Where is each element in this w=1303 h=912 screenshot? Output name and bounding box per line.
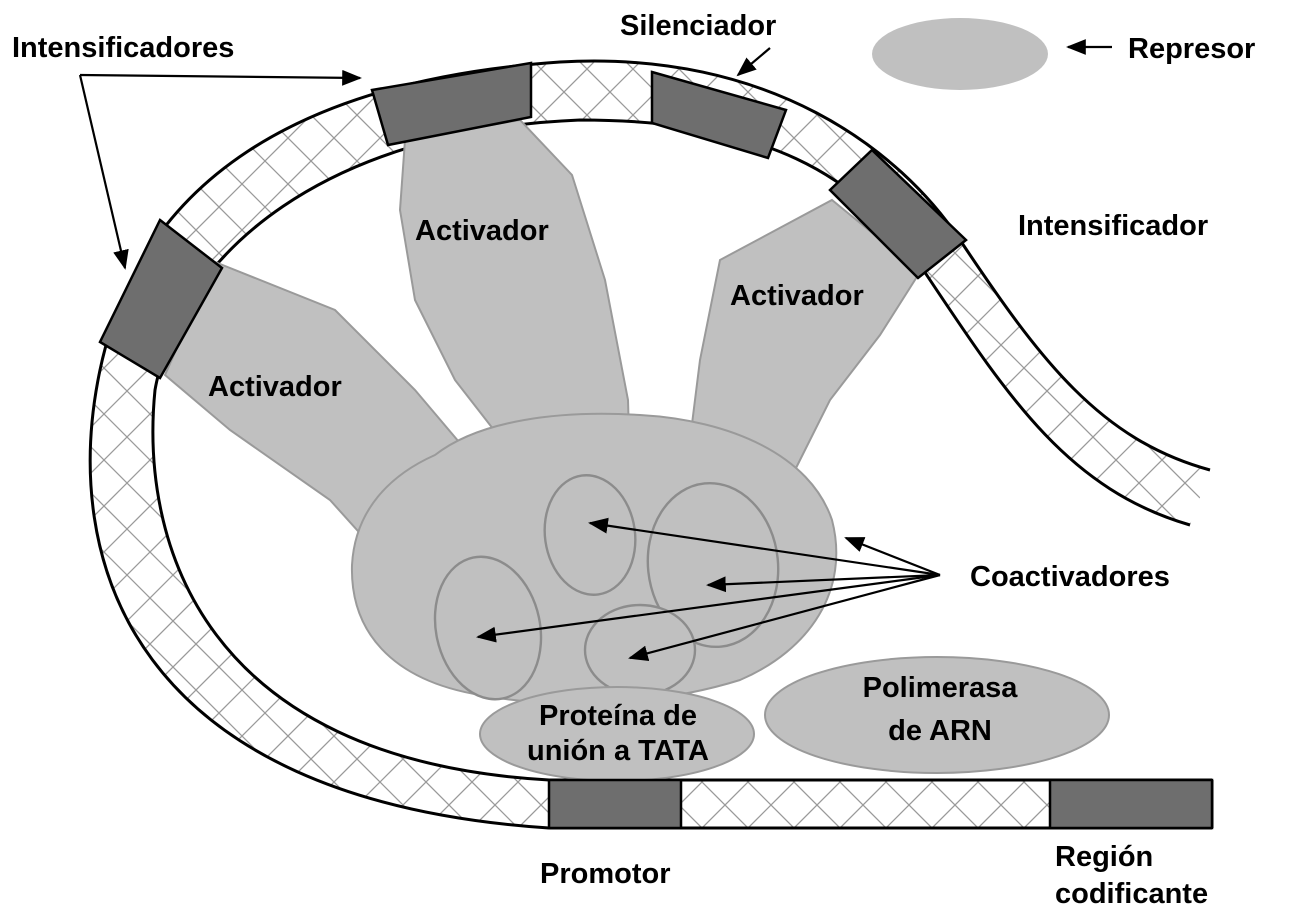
label-polimerasa-2: de ARN [888, 715, 992, 747]
label-region-1: Región [1055, 841, 1153, 873]
label-tata-2: unión a TATA [527, 735, 709, 767]
label-coactivadores: Coactivadores [970, 561, 1170, 593]
label-intensificadores: Intensificadores [12, 32, 234, 64]
enhancer-block-left [98, 218, 224, 380]
label-represor: Represor [1128, 33, 1255, 65]
label-intensificador: Intensificador [1018, 210, 1208, 242]
repressor [872, 18, 1048, 90]
arrows [78, 39, 1112, 662]
enhancer-block-top [370, 61, 533, 147]
label-promotor: Promotor [540, 858, 671, 890]
label-region-2: codificante [1055, 878, 1208, 910]
label-tata-1: Proteína de [539, 700, 697, 732]
promoter-block [547, 778, 683, 830]
label-activador-right: Activador [730, 280, 864, 312]
label-silenciador: Silenciador [620, 10, 776, 42]
labels: Intensificadores Silenciador Represor In… [12, 10, 1255, 910]
label-activador-left: Activador [208, 371, 342, 403]
dna-blocks [98, 61, 1214, 830]
coactivator-oval-2 [646, 481, 780, 649]
label-polimerasa-1: Polimerasa [863, 672, 1019, 704]
rna-polymerase [764, 656, 1110, 774]
coactivator-oval-4 [583, 603, 697, 697]
coding-region-block [1048, 778, 1214, 830]
silencer-block [650, 70, 788, 160]
enhancer-block-right [828, 148, 968, 280]
label-activador-center: Activador [415, 215, 549, 247]
